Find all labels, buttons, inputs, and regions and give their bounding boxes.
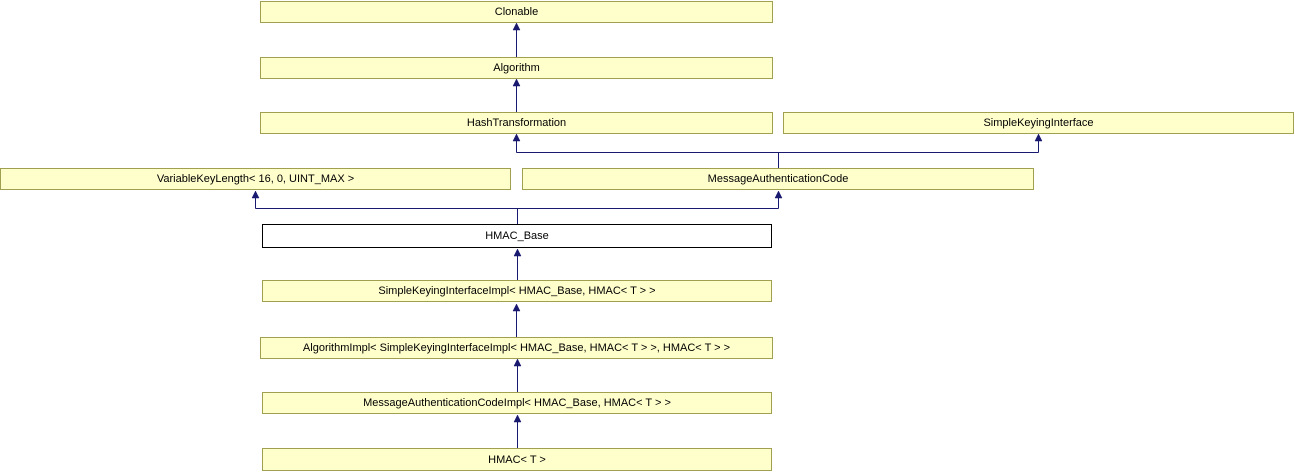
inheritance-arrowhead xyxy=(513,414,522,423)
class-node-algorithm[interactable]: Algorithm xyxy=(260,57,773,79)
class-node-hmac-t[interactable]: HMAC< T > xyxy=(262,448,772,471)
inheritance-arrowhead xyxy=(513,248,522,257)
inheritance-arrowhead xyxy=(774,190,783,199)
class-node-messageauthenticationcode[interactable]: MessageAuthenticationCode xyxy=(522,168,1034,190)
inheritance-edge-line xyxy=(516,140,1039,168)
class-node-simplekeyinginterfaceimpl[interactable]: SimpleKeyingInterfaceImpl< HMAC_Base, HM… xyxy=(262,280,772,302)
inheritance-arrowhead xyxy=(512,22,521,31)
inheritance-arrowhead xyxy=(512,303,521,312)
class-node-hashtransformation[interactable]: HashTransformation xyxy=(260,112,773,134)
inheritance-arrowhead xyxy=(251,190,260,199)
inheritance-arrowhead xyxy=(512,78,521,87)
inheritance-edge-line xyxy=(255,197,779,224)
class-node-algorithmimpl[interactable]: AlgorithmImpl< SimpleKeyingInterfaceImpl… xyxy=(260,337,773,359)
class-node-clonable[interactable]: Clonable xyxy=(260,1,773,23)
inheritance-arrowhead xyxy=(513,358,522,367)
class-node-hmac-base: HMAC_Base xyxy=(262,224,772,248)
inheritance-arrowhead xyxy=(1034,133,1043,142)
class-node-variablekeylength[interactable]: VariableKeyLength< 16, 0, UINT_MAX > xyxy=(0,168,511,190)
inheritance-arrowhead xyxy=(512,133,521,142)
class-node-simplekeyinginterface[interactable]: SimpleKeyingInterface xyxy=(783,112,1294,134)
class-node-messageauthenticationcodeimpl[interactable]: MessageAuthenticationCodeImpl< HMAC_Base… xyxy=(262,392,772,414)
